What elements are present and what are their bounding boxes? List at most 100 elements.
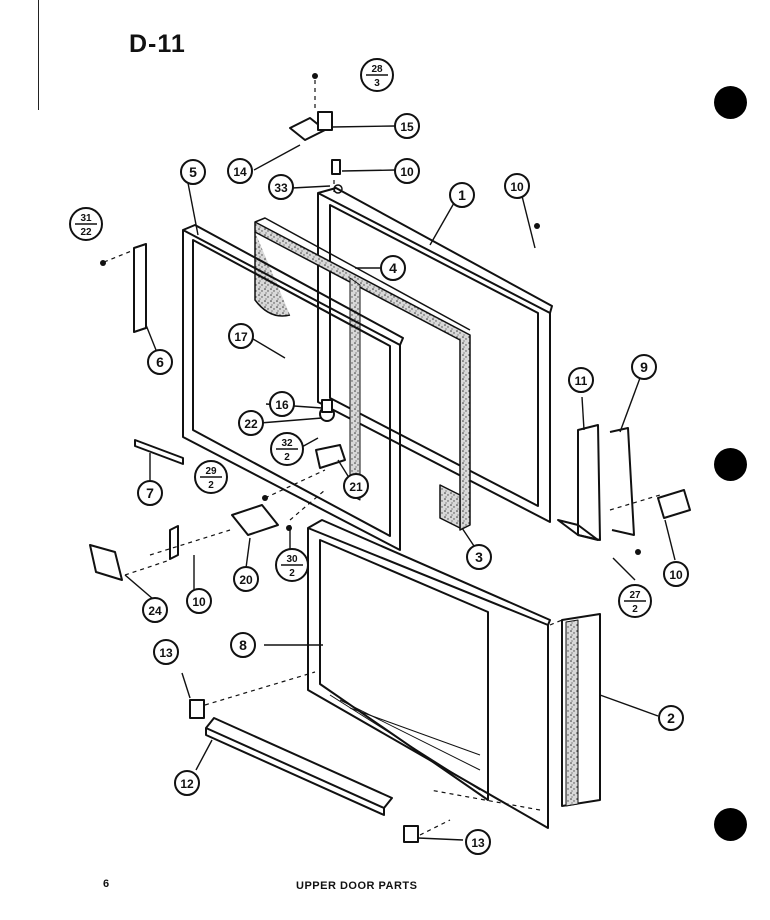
callout-circle	[394, 158, 420, 184]
door-gasket	[182, 224, 404, 551]
hinge-block	[315, 444, 346, 469]
callout-number: 9	[640, 359, 648, 375]
fraction-numerator: 28	[371, 64, 383, 75]
page-number: 6	[103, 878, 110, 890]
page-title: D-11	[129, 30, 186, 58]
callout-c9: 9	[631, 354, 657, 380]
callout-circle	[568, 367, 594, 393]
side-strip	[133, 243, 147, 333]
callout-circle	[180, 159, 206, 185]
callout-circle	[658, 705, 684, 731]
callout-circle	[465, 829, 491, 855]
door-liner-edge	[439, 484, 461, 529]
mounting-bracket	[89, 544, 123, 581]
callout-c10a: 10	[504, 173, 530, 199]
callout-circle	[233, 566, 259, 592]
bushing	[321, 399, 333, 413]
callout-circle	[153, 639, 179, 665]
callout-circle	[268, 174, 294, 200]
callout-c6: 6	[147, 349, 173, 375]
callout-c11: 11	[568, 367, 594, 393]
callout-number: 5	[189, 164, 197, 180]
lower-hinge	[231, 504, 279, 536]
callout-c10c: 10	[663, 561, 689, 587]
callout-circle	[631, 354, 657, 380]
margin-rule	[38, 0, 39, 110]
callout-c7: 7	[137, 480, 163, 506]
callout-number: 4	[389, 260, 397, 276]
punch-hole-middle	[714, 448, 747, 481]
callout-number: 24	[148, 604, 162, 618]
callout-c22: 22	[238, 410, 264, 436]
callout-c16: 16	[269, 391, 295, 417]
callout-c8: 8	[230, 632, 256, 658]
callout-circle	[186, 588, 212, 614]
top-hinge-pin	[317, 111, 341, 175]
callout-number: 17	[234, 330, 248, 344]
fraction-callout-f29: 292	[194, 460, 228, 494]
fraction-callout-f30: 302	[275, 548, 309, 582]
bottom-rail	[205, 717, 393, 816]
fraction-denominator: 2	[632, 604, 638, 615]
callout-c2: 2	[658, 705, 684, 731]
callout-number: 20	[239, 573, 253, 587]
callout-circle	[466, 544, 492, 570]
bottom-strip	[134, 439, 184, 465]
footer-caption: UPPER DOOR PARTS	[296, 880, 418, 892]
callout-circle	[227, 158, 253, 184]
callout-circle	[343, 473, 369, 499]
callout-c14: 14	[227, 158, 253, 184]
fraction-denominator: 3	[374, 78, 380, 89]
callout-circle	[142, 597, 168, 623]
callout-c3: 3	[466, 544, 492, 570]
callout-c1: 1	[449, 182, 475, 208]
fraction-numerator: 30	[286, 554, 298, 565]
side-trim-strip	[561, 613, 601, 807]
callout-number: 8	[239, 637, 247, 653]
fasteners	[100, 73, 641, 555]
callout-circle	[380, 255, 406, 281]
callout-circle	[449, 182, 475, 208]
callout-number: 14	[233, 165, 247, 179]
fraction-numerator: 31	[80, 213, 92, 224]
callout-number: 2	[667, 710, 675, 726]
door-outer-shell	[317, 187, 553, 523]
callout-c13a: 13	[153, 639, 179, 665]
callout-circle	[394, 113, 420, 139]
callout-number: 10	[669, 568, 683, 582]
callout-c5: 5	[180, 159, 206, 185]
callout-c33: 33	[268, 174, 294, 200]
callout-number: 16	[275, 398, 289, 412]
clip-right	[403, 825, 419, 843]
callout-circle	[269, 391, 295, 417]
callout-c17: 17	[228, 323, 254, 349]
callout-circle	[174, 770, 200, 796]
callout-c13b: 13	[465, 829, 491, 855]
callout-number: 21	[349, 480, 363, 494]
hinge-pin	[169, 525, 179, 560]
callout-number: 3	[475, 549, 483, 565]
callout-circle	[137, 480, 163, 506]
fraction-denominator: 2	[208, 480, 214, 491]
callout-circle	[147, 349, 173, 375]
assembly-lines	[103, 80, 661, 836]
fraction-numerator: 32	[281, 438, 293, 449]
fraction-numerator: 27	[629, 590, 641, 601]
fraction-callout-f32: 322	[270, 432, 304, 466]
handle-bracket	[557, 424, 601, 541]
callout-c15: 15	[394, 113, 420, 139]
fraction-callout-f28: 283	[360, 58, 394, 92]
callout-number: 7	[146, 485, 154, 501]
callout-c10b: 10	[394, 158, 420, 184]
callout-number: 15	[400, 120, 414, 134]
callout-number: 11	[575, 374, 588, 388]
punch-hole-top	[714, 86, 747, 119]
callout-number: 33	[274, 181, 288, 195]
callout-number: 10	[510, 180, 524, 194]
door-handle	[609, 427, 635, 536]
foam-insulation	[254, 217, 471, 531]
callout-circle	[238, 410, 264, 436]
